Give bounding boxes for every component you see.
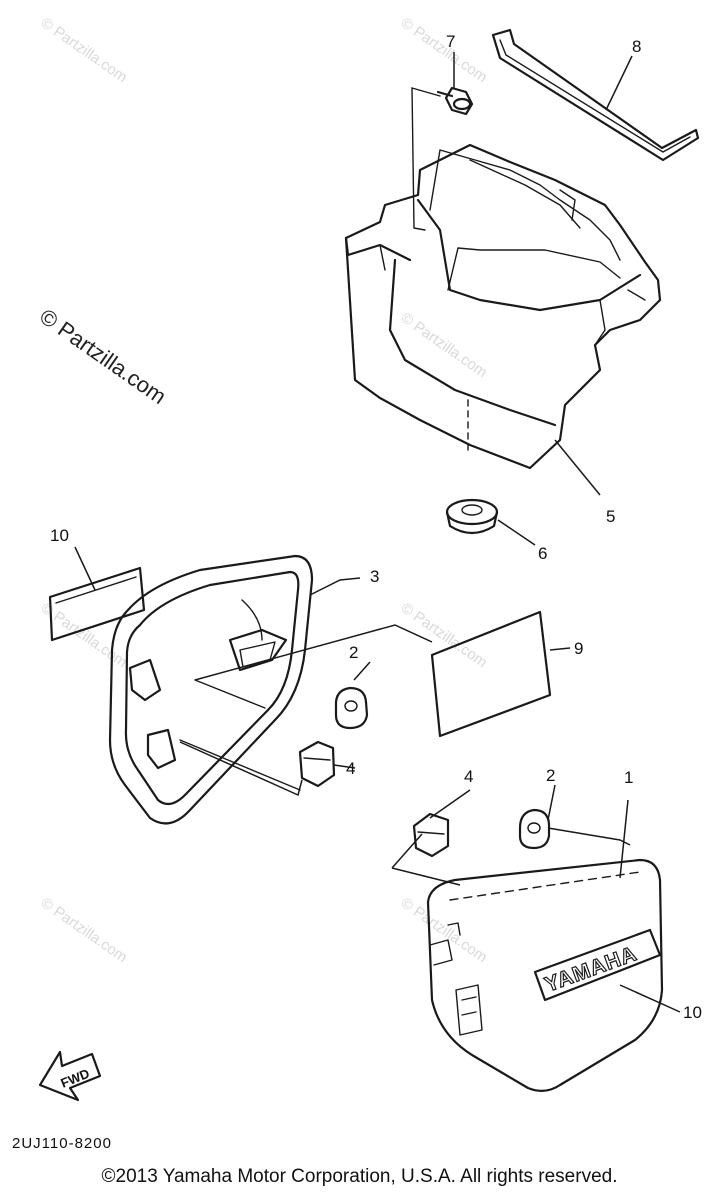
damper[interactable]	[445, 498, 499, 535]
side-cover-left[interactable]	[108, 554, 314, 825]
battery-band[interactable]	[491, 28, 700, 162]
diagram-code: 2UJ110-8200	[12, 1135, 112, 1152]
callouts: 7 8 5 6 10 3 2 9 4 4 2 1 10	[50, 32, 702, 1022]
callout-2-upper: 2	[349, 643, 358, 662]
watermark: © Partzilla.com	[398, 894, 491, 966]
callout-6: 6	[538, 544, 547, 563]
watermark-dark: © Partzilla.com	[35, 304, 171, 410]
copyright-notice: ©2013 Yamaha Motor Corporation, U.S.A. A…	[101, 1166, 618, 1187]
emblem-decal-upper[interactable]	[48, 566, 146, 642]
callout-4-upper: 4	[346, 759, 355, 778]
callout-8: 8	[632, 37, 641, 56]
watermark: © Partzilla.com	[398, 14, 491, 86]
callout-3: 3	[370, 567, 379, 586]
callout-2-lower: 2	[546, 766, 555, 785]
watermarks: © Partzilla.com © Partzilla.com © Partzi…	[35, 14, 490, 966]
callout-1: 1	[624, 768, 633, 787]
clip-upper[interactable]	[298, 740, 336, 788]
callout-7: 7	[446, 32, 455, 51]
battery-box[interactable]	[344, 143, 662, 470]
callout-9: 9	[574, 639, 583, 658]
fwd-arrow-icon: FWD	[38, 1050, 102, 1102]
callout-4-lower: 4	[464, 767, 473, 786]
clip-lower[interactable]	[412, 812, 450, 858]
sheet[interactable]	[430, 610, 552, 738]
callout-10-lower: 10	[683, 1003, 702, 1022]
side-cover-right[interactable]	[426, 858, 664, 1092]
leader-lines	[74, 52, 681, 1013]
watermark: © Partzilla.com	[398, 309, 491, 381]
watermark: © Partzilla.com	[38, 894, 131, 966]
callout-10-upper: 10	[50, 526, 69, 545]
grommet-lower[interactable]	[518, 808, 551, 850]
bolt[interactable]	[411, 86, 474, 231]
callout-5: 5	[606, 507, 615, 526]
watermark: © Partzilla.com	[398, 599, 491, 671]
watermark: © Partzilla.com	[38, 14, 131, 86]
emblem-decal-lower[interactable]: YAMAHA	[533, 928, 662, 1002]
grommet-upper[interactable]	[334, 686, 369, 730]
